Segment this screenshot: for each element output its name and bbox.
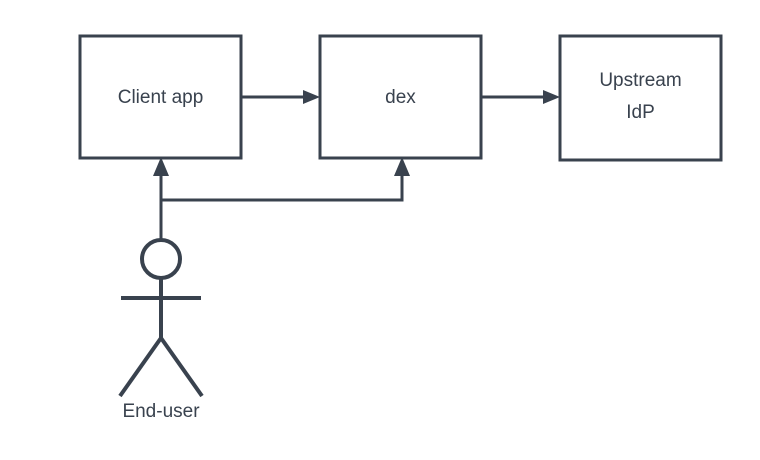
edge-dex-to-upstream-idp <box>481 90 560 104</box>
arrowhead-icon <box>394 157 410 176</box>
node-client-app-box[interactable] <box>78 34 243 160</box>
node-upstream-idp-label-line2: IdP <box>626 102 655 123</box>
node-dex[interactable]: dex <box>318 34 483 160</box>
node-upstream-idp-box[interactable] <box>558 34 723 162</box>
actor-left-leg-icon <box>118 336 163 398</box>
node-upstream-idp-label-line1: Upstream <box>599 70 681 91</box>
arrowhead-icon <box>303 90 320 104</box>
node-upstream-idp[interactable]: Upstream IdP <box>558 34 723 162</box>
edge-end-user-to-client-app <box>153 157 169 240</box>
node-dex-box[interactable] <box>318 34 483 160</box>
actor-end-user[interactable]: End-user <box>118 238 204 422</box>
edge-end-user-to-dex-line <box>161 172 404 202</box>
node-client-app[interactable]: Client app <box>78 34 243 160</box>
actor-right-leg-icon <box>159 336 204 398</box>
edge-client-app-to-dex <box>241 90 320 104</box>
arrowhead-icon <box>543 90 560 104</box>
node-dex-label: dex <box>385 87 416 108</box>
actor-head-icon <box>140 238 182 280</box>
node-client-app-label: Client app <box>118 87 204 108</box>
edge-end-user-to-dex <box>161 157 410 202</box>
actor-end-user-label: End-user <box>122 401 200 422</box>
arrowhead-icon <box>153 157 169 176</box>
